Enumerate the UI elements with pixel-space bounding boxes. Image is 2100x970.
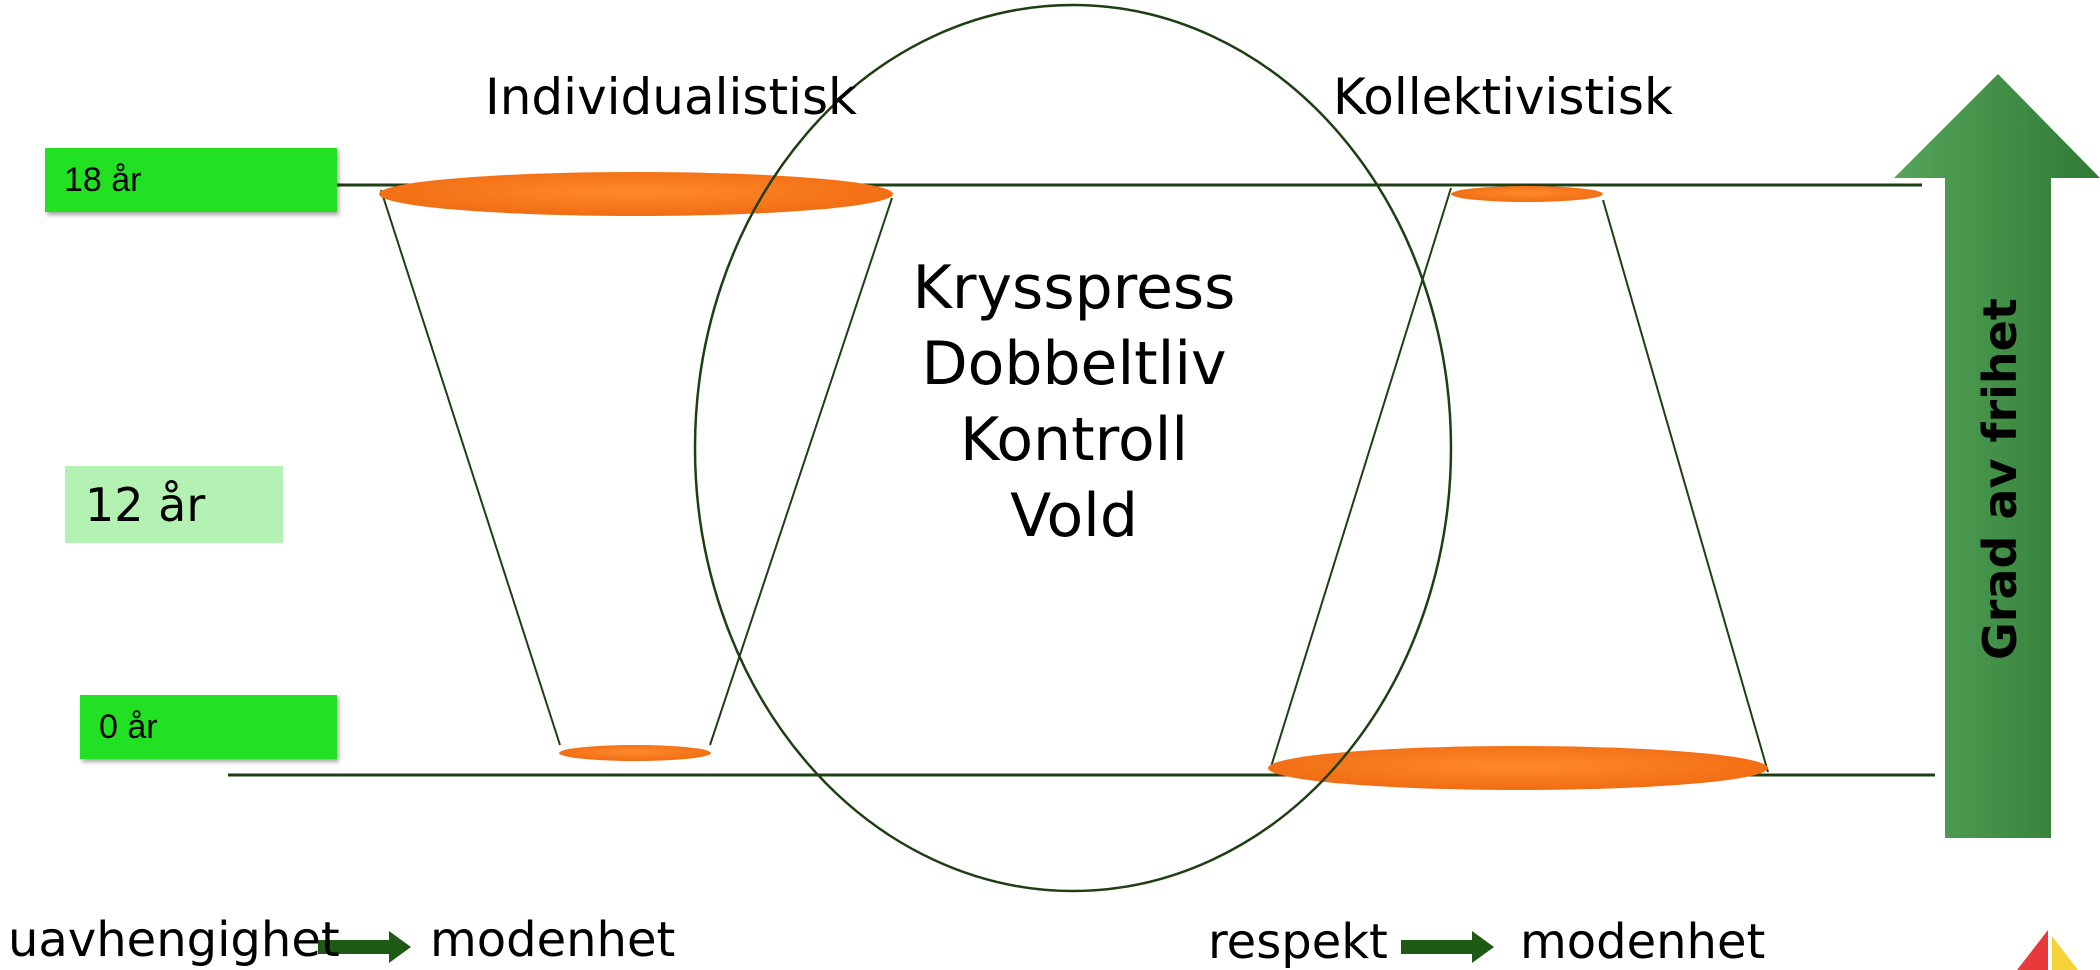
center-term: Dobbeltliv xyxy=(921,329,1227,399)
left-flow-arrow-icon xyxy=(318,931,411,963)
center-term: Kontroll xyxy=(959,405,1189,475)
right-flow-arrow-icon xyxy=(1401,931,1494,963)
logo-icon xyxy=(2017,930,2078,970)
left-bottom-ellipse xyxy=(559,745,711,761)
age-label-0: 0 år xyxy=(80,695,337,759)
right-top-ellipse xyxy=(1451,186,1603,202)
right-flow-to: modenhet xyxy=(1520,914,1766,970)
age-label-18-text: 18 år xyxy=(64,160,142,199)
age-label-12: 12 år xyxy=(65,466,283,543)
age-label-18: 18 år xyxy=(45,148,337,212)
center-term: Krysspress xyxy=(912,253,1236,323)
left-flow-from: uavhengighet xyxy=(8,912,340,968)
right-funnel-edge xyxy=(1602,199,1769,773)
age-label-0-text: 0 år xyxy=(99,707,158,746)
freedom-arrow xyxy=(1894,74,2100,838)
title-individualistic: Individualistisk xyxy=(485,68,857,126)
title-collectivistic: Kollektivistisk xyxy=(1333,68,1673,126)
left-funnel-edge xyxy=(380,189,561,746)
center-term: Vold xyxy=(1010,481,1138,551)
cross-pressure-ellipse xyxy=(693,3,1453,893)
center-terms: Krysspress Dobbeltliv Kontroll Vold xyxy=(874,250,1274,554)
right-bottom-ellipse xyxy=(1268,746,1768,790)
left-flow-to: modenhet xyxy=(430,912,676,968)
age-label-12-text: 12 år xyxy=(85,477,206,532)
right-flow-from: respekt xyxy=(1208,914,1388,970)
left-top-ellipse xyxy=(379,172,893,216)
left-funnel-edge xyxy=(709,197,893,746)
right-funnel-edge xyxy=(1269,187,1452,771)
freedom-arrow-label: Grad av frihet xyxy=(1973,298,2027,660)
